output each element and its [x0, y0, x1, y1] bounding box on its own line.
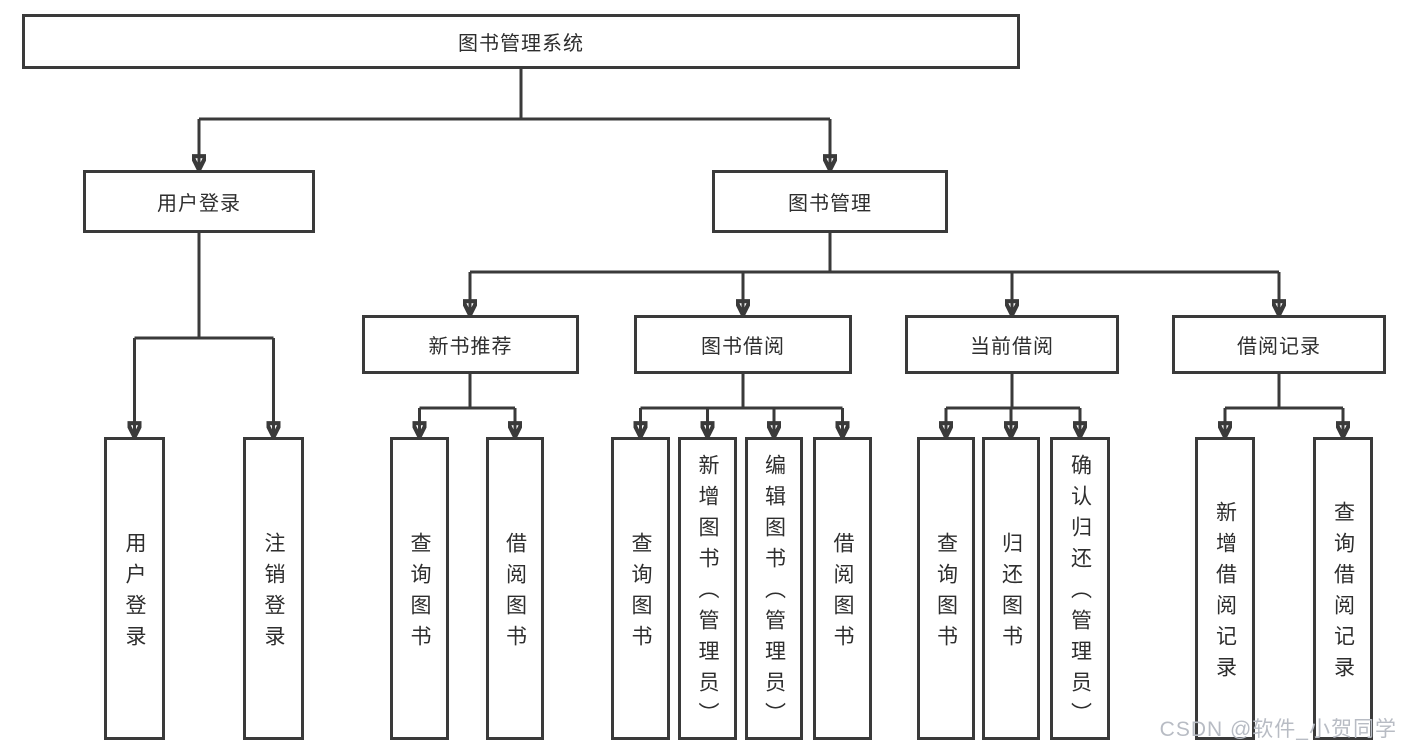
leaf-borrow-borrow: 借阅图书	[813, 437, 872, 740]
wire-current-bus	[946, 374, 1080, 410]
node-book-management: 图书管理	[712, 170, 948, 233]
node-new-book-recommend: 新书推荐	[362, 315, 579, 374]
csdn-watermark: CSDN @软件_小贺同学	[1159, 718, 1397, 741]
leaf-borrow-query: 查询图书	[611, 437, 670, 740]
leaf-borrow-add-admin: 新增图书（管理员）	[678, 437, 737, 740]
wire-newbooks-bus	[419, 374, 515, 410]
leaf-newbook-borrow: 借阅图书	[486, 437, 544, 740]
leaf-current-confirm-admin: 确认归还（管理员）	[1050, 437, 1110, 740]
wire-bookmgmt-bus	[470, 233, 1279, 274]
node-current-borrow: 当前借阅	[905, 315, 1119, 374]
node-book-borrow: 图书借阅	[634, 315, 852, 374]
wire-userlogin-bus	[134, 233, 274, 340]
leaf-borrow-edit-admin: 编辑图书（管理员）	[745, 437, 803, 740]
wire-root-bus	[199, 69, 830, 121]
wire-records-bus	[1225, 374, 1343, 410]
node-user-login: 用户登录	[83, 170, 315, 233]
leaf-newbook-query: 查询图书	[390, 437, 449, 740]
leaf-logout: 注销登录	[243, 437, 304, 740]
wire-bookborrow-bus	[640, 374, 843, 410]
node-borrow-records: 借阅记录	[1172, 315, 1386, 374]
leaf-current-return: 归还图书	[982, 437, 1040, 740]
leaf-user-login: 用户登录	[104, 437, 165, 740]
node-library-system: 图书管理系统	[22, 14, 1020, 69]
leaf-record-query: 查询借阅记录	[1313, 437, 1373, 740]
leaf-current-query: 查询图书	[917, 437, 975, 740]
leaf-record-add: 新增借阅记录	[1195, 437, 1255, 740]
